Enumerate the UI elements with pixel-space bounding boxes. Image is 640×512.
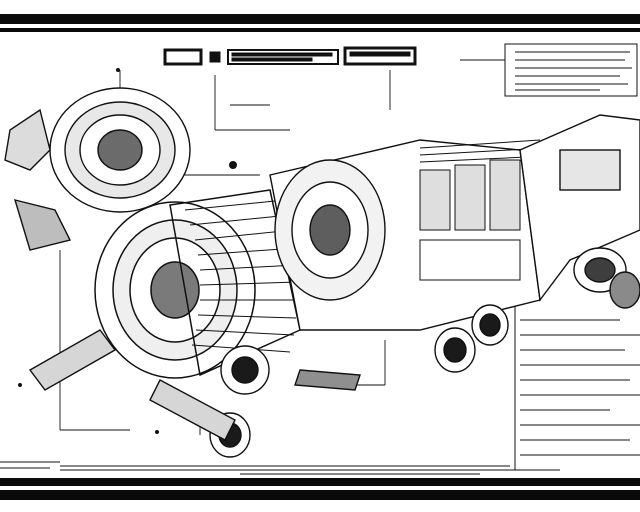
top-frame-rule xyxy=(0,28,640,32)
main-drum-assembly xyxy=(94,189,301,379)
annotation-strip-bottom xyxy=(0,461,560,475)
top-frame-bar xyxy=(0,14,640,24)
title-lettering xyxy=(163,46,417,66)
marker-dots xyxy=(18,68,237,434)
bottom-frame-bar xyxy=(0,478,640,486)
annotation-block-right xyxy=(514,300,640,470)
bottom-frame-rule xyxy=(0,490,640,500)
annotation-block-top-right xyxy=(504,43,638,97)
body-panels xyxy=(419,159,521,281)
left-turbine-assembly xyxy=(4,87,191,251)
lower-struts xyxy=(28,329,361,441)
right-arm-assembly xyxy=(519,114,640,309)
